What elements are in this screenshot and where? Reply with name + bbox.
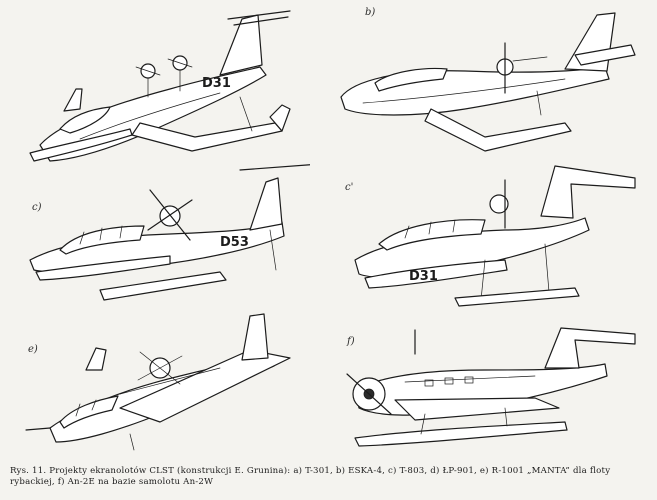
panel-letter-e: e) (28, 344, 38, 355)
drawing-b-eska4: b) (335, 5, 645, 170)
drawing-c-t803: c) D53 (20, 160, 310, 320)
figure-caption: Rys. 11. Projekty ekranolotów CLST (kons… (10, 466, 650, 488)
ekranoplan-sketch-c: D53 (29, 164, 310, 301)
panel-letter-d: c' (345, 182, 354, 193)
serial-number-c: D53 (220, 235, 249, 250)
ekranoplan-sketch-d: D31 (354, 165, 636, 307)
caption-line-2: rybackiej, f) An-2E na bazie samolotu An… (10, 477, 214, 487)
drawing-f-an2e: f) (335, 310, 645, 460)
drawing-e-r1001-manta: e) (20, 310, 310, 460)
ekranoplan-sketch-f (346, 327, 636, 447)
panel-letter-b: b) (365, 7, 376, 18)
drawing-a-t301: D31 (20, 5, 310, 175)
panel-letter-c: c) (32, 202, 42, 213)
caption-line-1: Rys. 11. Projekty ekranolotów CLST (kons… (10, 466, 611, 476)
serial-number-d: D31 (409, 269, 438, 284)
ekranoplan-sketch-b (340, 12, 636, 152)
ekranoplan-sketch-e (25, 313, 291, 451)
serial-number-a: D31 (202, 76, 231, 91)
panel-letter-f: f) (347, 336, 355, 347)
drawing-d-lp901: c' D31 (335, 160, 645, 320)
ekranoplan-sketch-a: D31 (29, 10, 291, 162)
